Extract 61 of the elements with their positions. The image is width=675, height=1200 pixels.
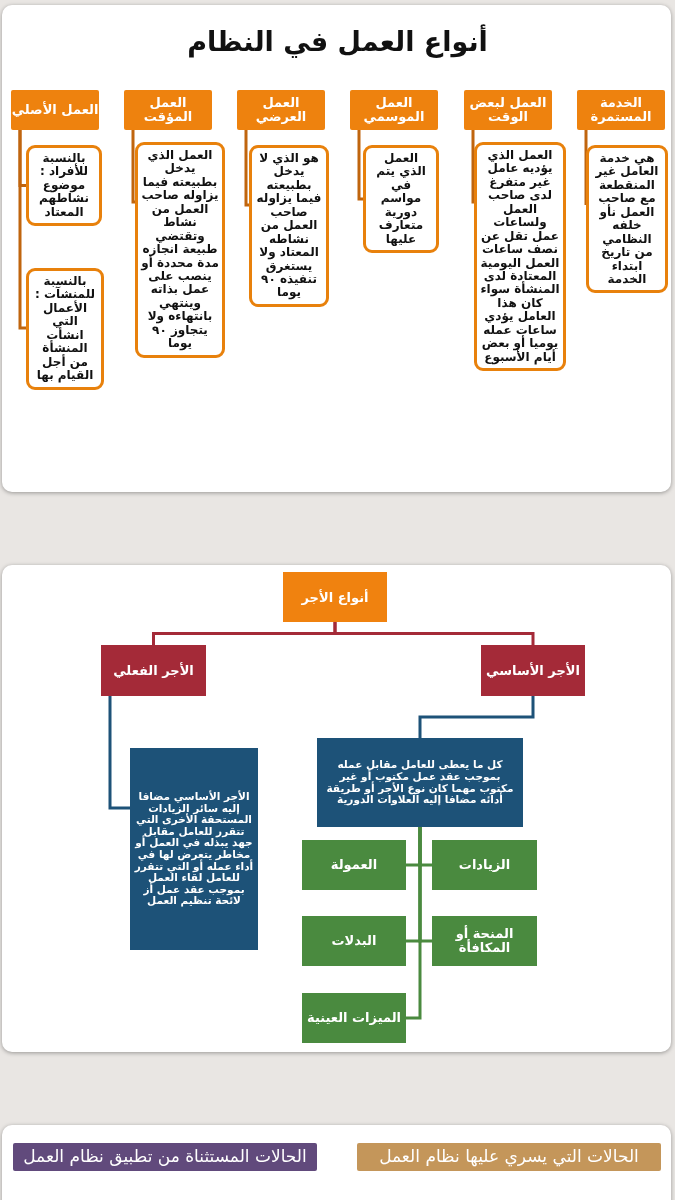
- description-box: [26, 145, 102, 227]
- component-box: [302, 916, 406, 966]
- connector-line: [131, 130, 136, 204]
- box-text: العمل الأصلي: [11, 103, 99, 117]
- box-text: كل ما يعطى للعامل مقابل عمله بموجب عقد عمل مكتوب أو غير مكتوب مهما كان نوع الأجر أو طريقة أدائه مضافا إليه العلاوات الدورية: [325, 759, 515, 806]
- box-text: الميزات العينية: [307, 1010, 401, 1026]
- description-box: [135, 142, 225, 358]
- connector-line: [18, 130, 26, 330]
- box-text: الخدمة المستمرة: [589, 96, 653, 124]
- category-header: [11, 90, 99, 130]
- description-box: [474, 142, 566, 371]
- box-text: العمل الموسمي: [362, 96, 426, 124]
- connector-line: [152, 622, 337, 645]
- root-box: [283, 572, 387, 622]
- box-text: الحالات التي يسري عليها نظام العمل: [379, 1147, 639, 1167]
- category-header: [350, 90, 438, 130]
- component-box: [302, 840, 406, 890]
- box-text: البدلات: [331, 933, 377, 949]
- category-header: [237, 90, 325, 130]
- category-header: [464, 90, 552, 130]
- box-text: العمولة: [330, 857, 378, 873]
- box-text: العمل الذي يدخل بطبيعته فيما يزاوله صاحب العمل من نشاط وتقتضي طبيعة انجازه مدة محددة أو ينصب على عمل بذاته وينتهي بانتهاءه ولا يتجاوز ٩٠ يوما: [141, 149, 219, 351]
- component-box: [432, 916, 537, 966]
- box-text: العمل الذي يتم في مواسم دورية متعارف عليها: [375, 152, 427, 247]
- box-text: العمل المؤقت: [142, 96, 194, 124]
- box-text: العمل الذي يؤديه عامل غير متفرغ لدى صاحب العمل ولساعات عمل تقل عن نصف ساعات العمل اليومية المعتادة لدى المنشأة سواء كان هذا العامل يؤدي ساعات عمله يوميا أو بعض أيام الأسبوع: [480, 149, 560, 364]
- definition-box: [130, 748, 258, 950]
- connector-line: [357, 130, 363, 201]
- definition-box: [317, 738, 523, 827]
- description-box: [26, 268, 104, 390]
- connector-line: [406, 827, 422, 1020]
- box-text: المنحة أو المكافأة: [454, 926, 515, 956]
- box-text: الأجر الأساسي مضافا إليه سائر الزيادات المستحقة الأخرى التي تتقرر للعامل مقابل جهد يبذله في العمل أو مخاطر يتعرض لها في أداء عمله أو التي تتقرر للعامل لقاء العمل بموجب عقد عمل أز لائحة تنظيم العمل: [134, 791, 254, 907]
- category-box: [481, 645, 585, 696]
- connector-line: [108, 696, 130, 810]
- connector-line: [244, 130, 249, 207]
- connector-line: [418, 696, 535, 738]
- description-box: [586, 145, 668, 294]
- box-text: هو الذي لا يدخل بطبيعته فيما يزاوله صاحب العمل من نشاطه المعتاد ولا يستغرق تنفيذه ٩٠ يوما: [255, 152, 323, 300]
- description-box: [249, 145, 329, 307]
- component-box: [432, 840, 537, 890]
- box-text: بالنسبة للأفراد : موضوع نشاطهم المعتاد: [38, 152, 90, 220]
- heading-bar: [13, 1143, 317, 1171]
- component-box: [302, 993, 406, 1043]
- box-text: أنواع الأجر: [301, 589, 369, 605]
- connector-line: [584, 130, 588, 207]
- connector-line: [471, 130, 476, 204]
- diagram-title: أنواع العمل في النظام: [186, 26, 489, 57]
- box-text: العمل لبعض الوقت: [468, 96, 548, 124]
- box-text: الزيادات: [458, 857, 511, 873]
- category-box: [101, 645, 206, 696]
- box-text: العمل العرضي: [254, 96, 308, 124]
- box-text: هي خدمة العامل غير المنقطعة مع صاحب العمل نأو خلفه النظامي من تاريخ ابتداء الخدمة: [594, 152, 660, 287]
- box-text: الحالات المستثناة من تطبيق نظام العمل: [23, 1147, 307, 1167]
- box-text: بالنسبة للمنشآت : الأعمال التي انشأت المنشأة من أجل القيام بها: [33, 275, 97, 383]
- category-header: [124, 90, 212, 130]
- heading-bar: [357, 1143, 661, 1171]
- description-box: [363, 145, 439, 254]
- box-text: الأجر الأساسي: [486, 663, 580, 678]
- category-header: [577, 90, 665, 130]
- box-text: الأجر الفعلي: [113, 663, 194, 678]
